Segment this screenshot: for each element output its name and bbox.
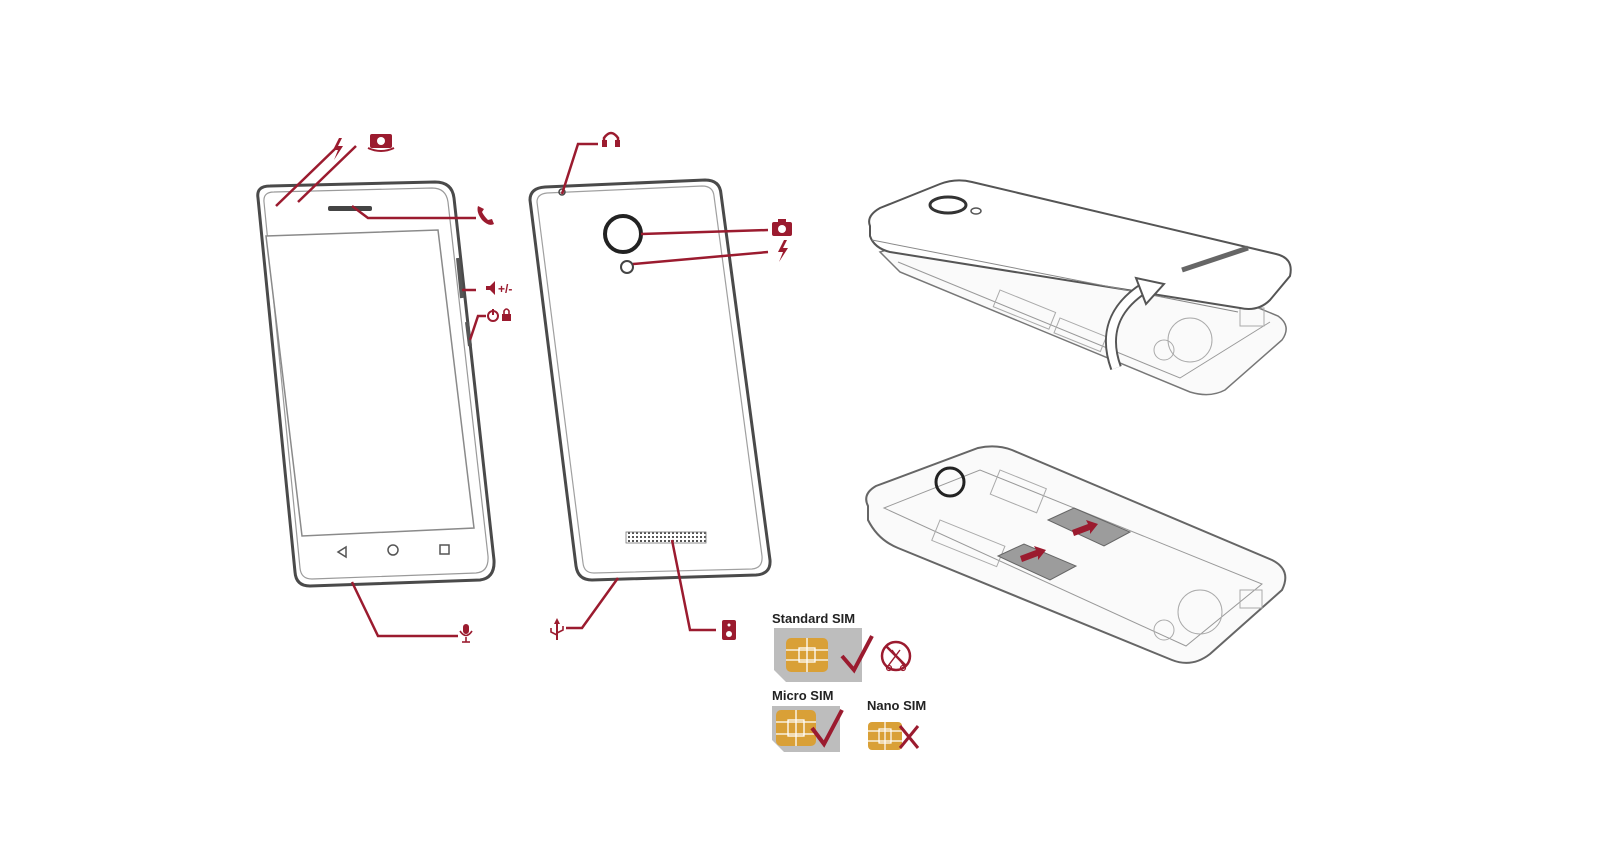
cross-icon <box>900 726 918 748</box>
sim-insertion-illustration <box>866 446 1285 663</box>
volume-label: +/- <box>498 282 512 296</box>
nano-sim <box>868 722 902 750</box>
earpiece <box>328 206 372 211</box>
front-phone: +/- <box>258 134 513 642</box>
micro-sim-label: Micro SIM <box>772 688 833 703</box>
no-cutting-icon <box>882 642 910 671</box>
headphone-jack-icon <box>602 133 620 147</box>
microphone-icon <box>460 624 472 642</box>
back-phone <box>530 133 792 640</box>
back-cover-removal-illustration <box>869 180 1291 394</box>
rear-camera <box>605 216 641 252</box>
volume-icon <box>486 281 495 295</box>
power-lock-icon <box>488 309 511 321</box>
speaker-grill <box>626 532 706 543</box>
front-screen <box>266 230 474 536</box>
standard-sim-label: Standard SIM <box>772 611 855 626</box>
flash-icon <box>778 240 788 262</box>
usb-icon <box>551 618 563 640</box>
loudspeaker-icon <box>722 620 736 640</box>
earpiece-phone-icon <box>478 206 495 225</box>
front-camera-icon <box>368 134 394 151</box>
standard-sim <box>774 628 862 682</box>
flash-icon <box>333 138 343 160</box>
rear-flash <box>621 261 633 273</box>
nano-sim-label: Nano SIM <box>867 698 926 713</box>
rear-camera-icon <box>772 219 792 236</box>
